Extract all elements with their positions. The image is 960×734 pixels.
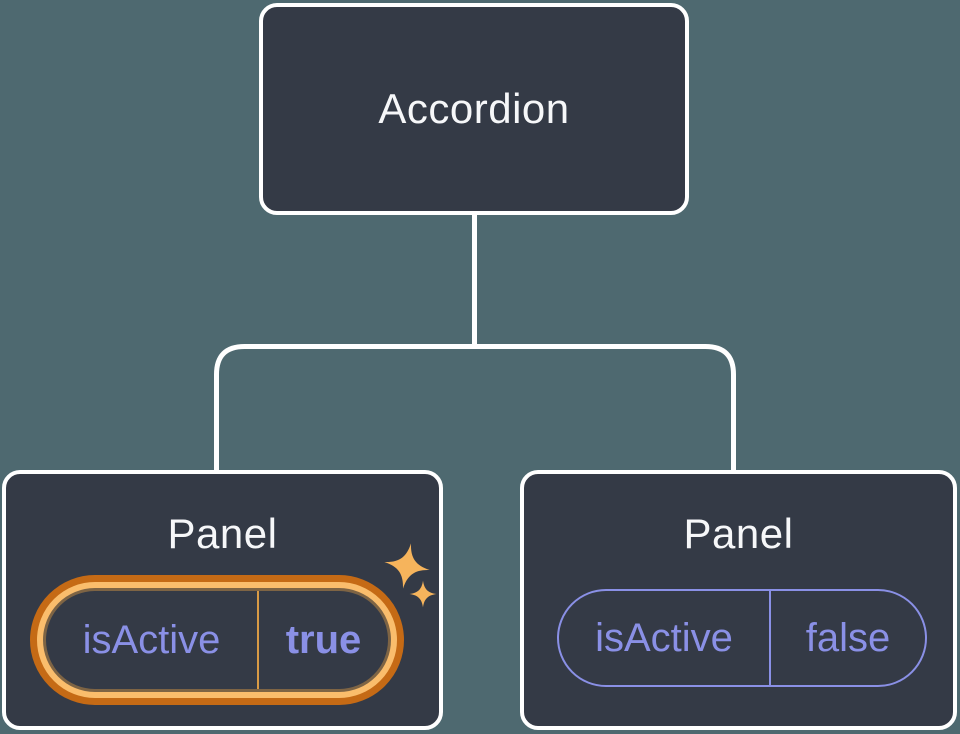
panel-node-active: Panel isActive true bbox=[2, 470, 443, 730]
pill-divider bbox=[257, 591, 259, 689]
accordion-node-label: Accordion bbox=[378, 85, 570, 132]
pill-divider bbox=[769, 591, 771, 685]
accordion-node: Accordion bbox=[259, 3, 689, 215]
panel-title: Panel bbox=[167, 510, 278, 557]
panel-node-inactive: Panel isActive false bbox=[520, 470, 957, 730]
branch-line bbox=[214, 344, 736, 470]
prop-value-section: false bbox=[771, 591, 925, 685]
active-highlight-ring: isActive true bbox=[30, 575, 404, 705]
prop-pill-active: isActive true bbox=[46, 591, 388, 689]
prop-name-section: isActive bbox=[559, 591, 769, 685]
prop-name-label: isActive bbox=[595, 615, 733, 660]
prop-value-label: false bbox=[805, 615, 891, 660]
sparkle-icon bbox=[384, 543, 430, 589]
prop-pill-inactive: isActive false bbox=[557, 589, 927, 687]
panel-title: Panel bbox=[683, 510, 794, 557]
prop-name-section: isActive bbox=[46, 591, 257, 689]
prop-name-label: isActive bbox=[82, 617, 221, 662]
prop-value-label: true bbox=[285, 617, 362, 662]
sparkle-icon bbox=[409, 580, 437, 608]
prop-value-section: true bbox=[259, 591, 388, 689]
